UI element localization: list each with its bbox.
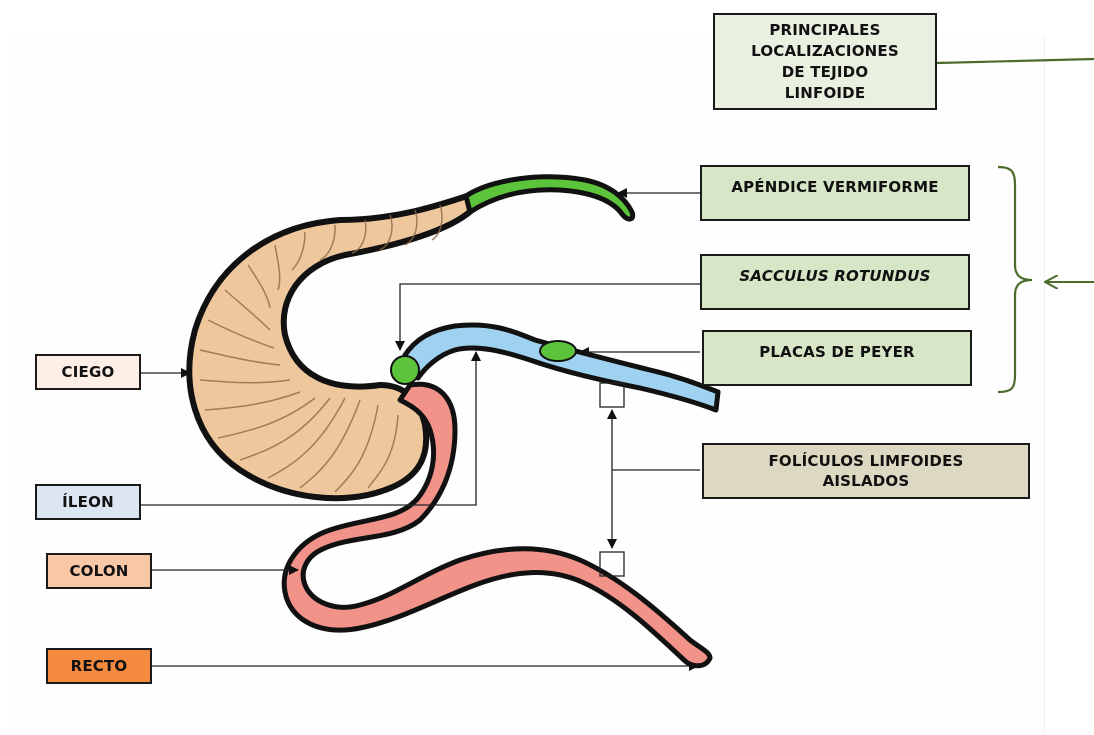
colon-label-box: COLON bbox=[46, 553, 152, 589]
ileum-shape bbox=[405, 325, 718, 410]
placas-label-box: PLACAS DE PEYER bbox=[702, 330, 972, 386]
sacculus-label-box: SACCULUS ROTUNDUS bbox=[700, 254, 970, 310]
follicle-marker-upper bbox=[600, 383, 624, 407]
title-connector bbox=[937, 59, 1094, 63]
peyer-patch-shape bbox=[540, 341, 576, 361]
ciego-label-box: CIEGO bbox=[35, 354, 141, 390]
ileon-label: ÍLEON bbox=[62, 492, 114, 512]
ciego-label: CIEGO bbox=[62, 362, 115, 382]
apendice-label: APÉNDICE VERMIFORME bbox=[731, 177, 938, 197]
group-bracket bbox=[998, 167, 1032, 392]
appendix-shape bbox=[466, 177, 633, 219]
foliculos-label: FOLÍCULOS LIMFOIDES AISLADOS bbox=[768, 451, 963, 491]
ileon-label-box: ÍLEON bbox=[35, 484, 141, 520]
title-text: PRINCIPALES LOCALIZACIONES DE TEJIDO LIN… bbox=[751, 20, 899, 104]
foliculos-label-box: FOLÍCULOS LIMFOIDES AISLADOS bbox=[702, 443, 1030, 499]
sacculus-rotundus-shape bbox=[391, 356, 419, 384]
apendice-label-box: APÉNDICE VERMIFORME bbox=[700, 165, 970, 221]
colon-label: COLON bbox=[69, 561, 128, 581]
recto-label-box: RECTO bbox=[46, 648, 152, 684]
sacculus-label: SACCULUS ROTUNDUS bbox=[739, 266, 930, 286]
title-box: PRINCIPALES LOCALIZACIONES DE TEJIDO LIN… bbox=[713, 13, 937, 110]
recto-label: RECTO bbox=[71, 656, 128, 676]
placas-label: PLACAS DE PEYER bbox=[759, 342, 915, 362]
